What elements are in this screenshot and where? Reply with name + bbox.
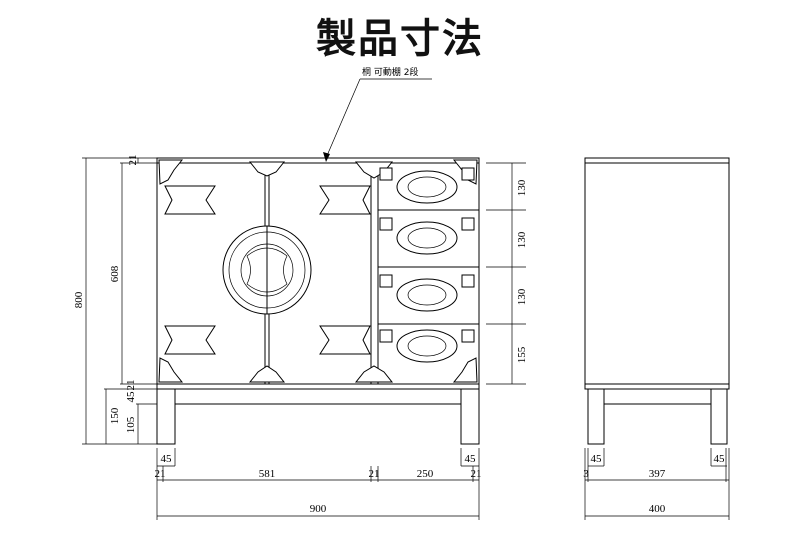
- cabinet-body: [156, 157, 480, 390]
- center-ornament-top: [248, 161, 286, 177]
- hinge-plate-left-top: [164, 185, 216, 215]
- leg-left: [156, 388, 176, 445]
- dim-leg-width-right: 45: [465, 453, 477, 465]
- dim-divider: 21: [369, 468, 380, 480]
- dim-drawer-1: 130: [516, 179, 528, 196]
- side-dim-inner-width: 397: [649, 468, 666, 480]
- side-dimensions: 45 45 3 397 400: [583, 448, 730, 520]
- corner-ornament-bottom-left: [158, 357, 184, 383]
- drawer-pull-2: [379, 217, 475, 255]
- leg-right: [460, 388, 480, 445]
- side-dim-leg-right: 45: [714, 453, 726, 465]
- dim-body-height: 608: [109, 265, 121, 282]
- dim-leg-lower: 105: [125, 416, 137, 433]
- side-dim-total-depth: 400: [649, 503, 666, 515]
- front-vertical-dimensions: 800 608 21 150 105 45 21: [73, 155, 157, 445]
- hinge-plate-left-bottom: [164, 325, 216, 355]
- dim-leg-gap: 21: [125, 380, 137, 391]
- corner-ornament-bottom-right: [452, 357, 478, 383]
- side-leg-right: [710, 388, 728, 445]
- drawer-pull-4: [379, 329, 475, 363]
- front-horizontal-dimensions: 45 45 21 581 21 250 21 900: [155, 448, 482, 520]
- side-dim-trim: 3: [583, 468, 589, 480]
- front-view: [156, 157, 480, 445]
- dim-leg-height: 150: [109, 407, 121, 424]
- dim-drawer-3: 130: [516, 288, 528, 305]
- lock-plate-crest: [246, 247, 288, 293]
- dim-side-trim-left: 21: [155, 468, 166, 480]
- drawer-pull-1: [379, 167, 475, 204]
- dim-door-width: 581: [259, 468, 276, 480]
- hinge-plate-right-top: [319, 185, 371, 215]
- dim-drawer-4: 155: [516, 346, 528, 363]
- hinge-plate-right-bottom: [319, 325, 371, 355]
- side-view: [584, 157, 730, 445]
- drawer-pull-3: [379, 274, 475, 312]
- dim-side-trim-right: 21: [471, 468, 482, 480]
- divider-ornament-bottom: [354, 365, 394, 383]
- dim-total-height: 800: [73, 291, 85, 308]
- dim-top-trim: 21: [127, 155, 139, 166]
- annotation-label: 桐 可動棚 2段: [362, 66, 418, 78]
- dim-drawer-width: 250: [417, 468, 434, 480]
- corner-ornament-top-left: [158, 159, 184, 185]
- dim-leg-upper: 45: [125, 391, 137, 403]
- side-dim-leg-left: 45: [591, 453, 603, 465]
- divider-ornament-top: [354, 161, 394, 179]
- dim-drawer-2: 130: [516, 231, 528, 248]
- dim-leg-width-left: 45: [161, 453, 173, 465]
- drawer-dimensions: 130 130 130 155: [486, 162, 528, 385]
- center-ornament-bottom: [248, 365, 286, 383]
- side-body: [584, 157, 730, 390]
- page-title: 製品寸法: [316, 15, 484, 62]
- side-leg-left: [587, 388, 605, 445]
- annotation-arrowhead: [323, 152, 330, 162]
- dim-total-width: 900: [310, 503, 327, 515]
- annotation-leader-line: [325, 78, 361, 159]
